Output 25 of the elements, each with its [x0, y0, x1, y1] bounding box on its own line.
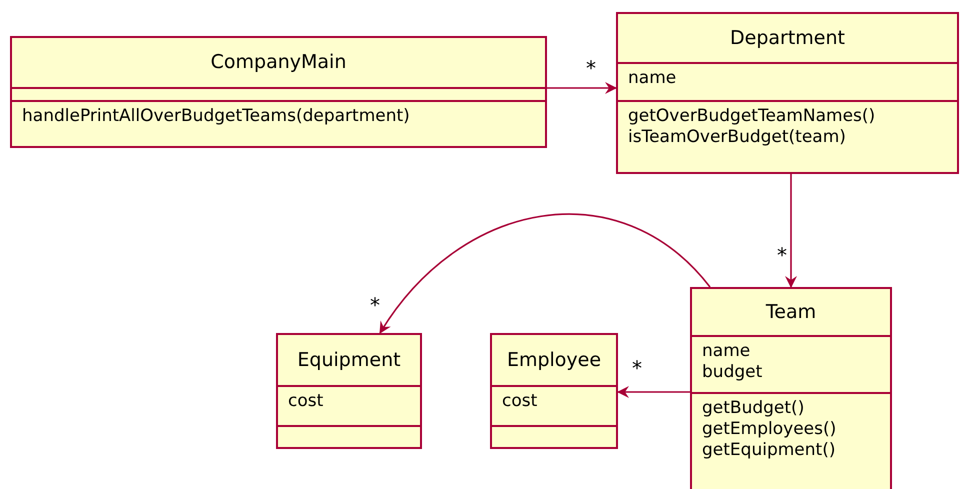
class-box [490, 333, 618, 449]
class-box [616, 12, 959, 174]
association-arrow [547, 82, 617, 94]
class-name: Department [730, 28, 845, 48]
method: getOverBudgetTeamNames() [628, 106, 876, 127]
class-box [10, 36, 547, 148]
association-arrow [379, 213, 711, 334]
class-box [690, 287, 892, 489]
class-name: Employee [506, 350, 602, 370]
method: getEquipment() [702, 440, 836, 461]
method: getEmployees() [702, 419, 836, 440]
attribute: name [702, 341, 750, 362]
attribute: name [628, 68, 676, 89]
attribute: cost [502, 391, 538, 412]
method: getBudget() [702, 398, 804, 419]
class-name: CompanyMain [210, 52, 346, 73]
method: isTeamOverBudget(team) [628, 127, 846, 148]
class-name: Team [766, 302, 816, 322]
association-arrow [785, 174, 797, 288]
class-box [276, 333, 422, 449]
attribute: cost [288, 391, 324, 412]
class-name: Equipment [297, 350, 401, 370]
attribute: budget [702, 362, 762, 383]
association-arrow [617, 386, 690, 398]
method: handlePrintAllOverBudgetTeams(department) [22, 106, 410, 127]
